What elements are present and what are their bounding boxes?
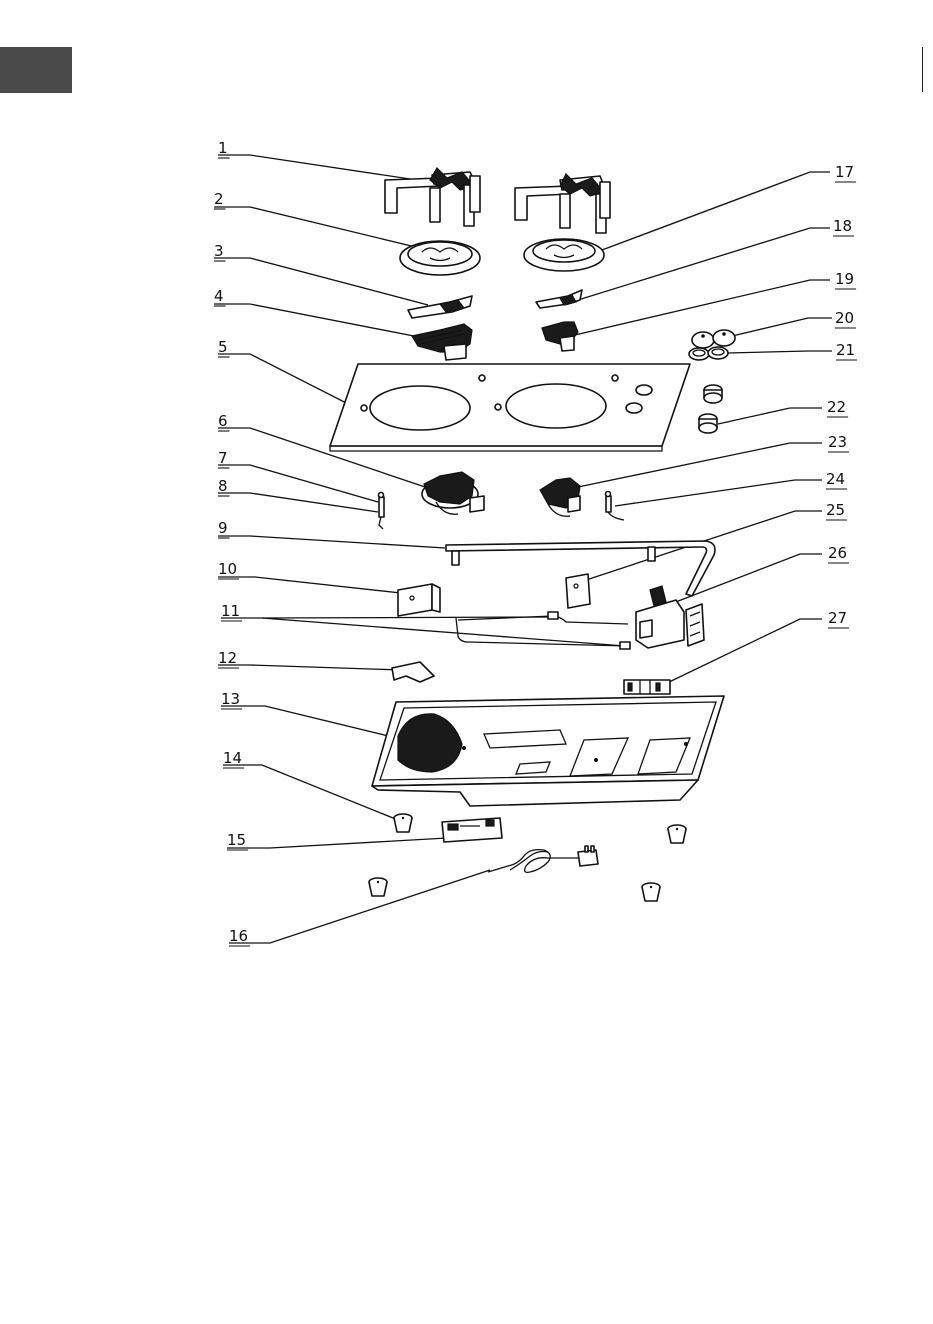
leader-7 bbox=[218, 465, 378, 502]
leader-3 bbox=[214, 258, 428, 305]
leader-10 bbox=[218, 577, 410, 594]
leader-13 bbox=[221, 706, 405, 740]
igniter-left bbox=[379, 493, 385, 530]
burner-cap-right bbox=[524, 239, 604, 271]
label-22: 22 bbox=[827, 398, 846, 416]
label-12: 12 bbox=[218, 649, 237, 667]
label-20: 20 bbox=[835, 309, 854, 327]
leader-5 bbox=[218, 354, 360, 410]
label-25: 25 bbox=[826, 501, 845, 519]
burner-body-right bbox=[542, 322, 578, 351]
label-27: 27 bbox=[828, 609, 847, 627]
left-labels: 1 2 3 4 5 6 7 8 9 10 11 12 13 14 15 16 bbox=[214, 139, 250, 946]
small-bracket bbox=[392, 662, 434, 682]
foot-2 bbox=[668, 825, 686, 843]
label-18: 18 bbox=[833, 217, 852, 235]
leader-12 bbox=[218, 665, 402, 670]
terminal-block bbox=[442, 818, 502, 842]
bracket-right bbox=[566, 574, 590, 608]
label-17: 17 bbox=[835, 163, 854, 181]
knob-sleeves bbox=[699, 385, 722, 433]
knob-caps bbox=[692, 330, 735, 348]
igniter-module bbox=[624, 680, 670, 694]
foot-3 bbox=[369, 878, 387, 896]
leader-1 bbox=[218, 155, 430, 182]
leader-14 bbox=[223, 765, 398, 820]
leader-26 bbox=[668, 554, 822, 605]
bracket-left bbox=[398, 584, 440, 616]
power-cable bbox=[488, 846, 598, 872]
burner-cap-left bbox=[400, 241, 480, 275]
right-labels: 17 18 19 20 21 22 23 24 25 26 27 bbox=[826, 163, 857, 628]
leader-4 bbox=[214, 304, 424, 338]
leader-17 bbox=[594, 172, 830, 253]
leader-8 bbox=[218, 493, 378, 512]
label-3: 3 bbox=[214, 242, 224, 260]
label-14: 14 bbox=[223, 749, 242, 767]
label-11: 11 bbox=[221, 602, 240, 620]
label-24: 24 bbox=[826, 470, 845, 488]
foot-4 bbox=[642, 883, 660, 901]
leader-22 bbox=[718, 408, 822, 424]
label-1: 1 bbox=[218, 139, 228, 157]
hob-top-plate bbox=[330, 364, 690, 451]
burner-body-left bbox=[412, 324, 472, 360]
label-6: 6 bbox=[218, 412, 228, 430]
label-16: 16 bbox=[229, 927, 248, 945]
label-5: 5 bbox=[218, 338, 228, 356]
leader-20 bbox=[728, 318, 832, 337]
label-26: 26 bbox=[828, 544, 847, 562]
label-7: 7 bbox=[218, 449, 228, 467]
label-4: 4 bbox=[214, 287, 224, 305]
leader-19 bbox=[575, 280, 830, 335]
burner-base-left bbox=[422, 472, 484, 514]
label-10: 10 bbox=[218, 560, 237, 578]
label-8: 8 bbox=[218, 477, 228, 495]
bottom-tray bbox=[372, 696, 724, 806]
label-19: 19 bbox=[835, 270, 854, 288]
pan-support-left bbox=[385, 168, 480, 226]
burner-base-right bbox=[540, 478, 580, 516]
label-23: 23 bbox=[828, 433, 847, 451]
flame-spreader-right bbox=[536, 290, 582, 308]
leader-24 bbox=[615, 480, 822, 506]
label-21: 21 bbox=[836, 341, 855, 359]
flame-spreader-left bbox=[408, 296, 472, 318]
label-9: 9 bbox=[218, 519, 228, 537]
leader-21 bbox=[728, 351, 832, 353]
label-15: 15 bbox=[227, 831, 246, 849]
pan-support-right bbox=[515, 174, 610, 233]
leader-18 bbox=[578, 228, 830, 300]
foot-1 bbox=[394, 814, 412, 832]
leader-16 bbox=[229, 870, 490, 943]
leader-23 bbox=[578, 443, 822, 487]
label-2: 2 bbox=[214, 190, 224, 208]
label-13: 13 bbox=[221, 690, 240, 708]
leader-15 bbox=[227, 838, 447, 848]
leader-9 bbox=[218, 536, 445, 548]
knob-bezels bbox=[689, 347, 728, 360]
